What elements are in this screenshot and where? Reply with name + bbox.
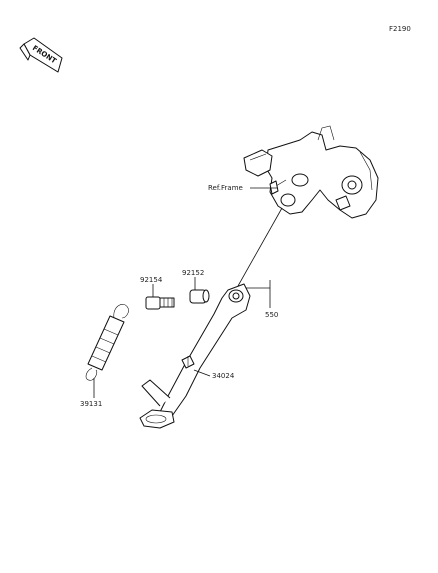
front-direction-arrow-icon: FRONT (19, 37, 63, 73)
collar-92152 (189, 289, 210, 304)
part-39131-label: 39131 (80, 400, 102, 408)
spring-39131 (85, 304, 129, 381)
pin-550 (246, 280, 271, 296)
leader-34024 (193, 369, 211, 377)
side-stand (139, 283, 251, 429)
part-550-label: 550 (265, 311, 278, 319)
part-34024-label: 34024 (212, 372, 235, 380)
ref-frame-label: Ref.Frame (208, 184, 243, 192)
bolt-92154 (145, 296, 175, 310)
frame-bracket (243, 125, 379, 219)
part-92154-label: 92154 (140, 276, 163, 284)
pivot-leader (237, 207, 283, 287)
part-92152-label: 92152 (182, 269, 204, 277)
diagram-code: F2190 (389, 25, 411, 33)
